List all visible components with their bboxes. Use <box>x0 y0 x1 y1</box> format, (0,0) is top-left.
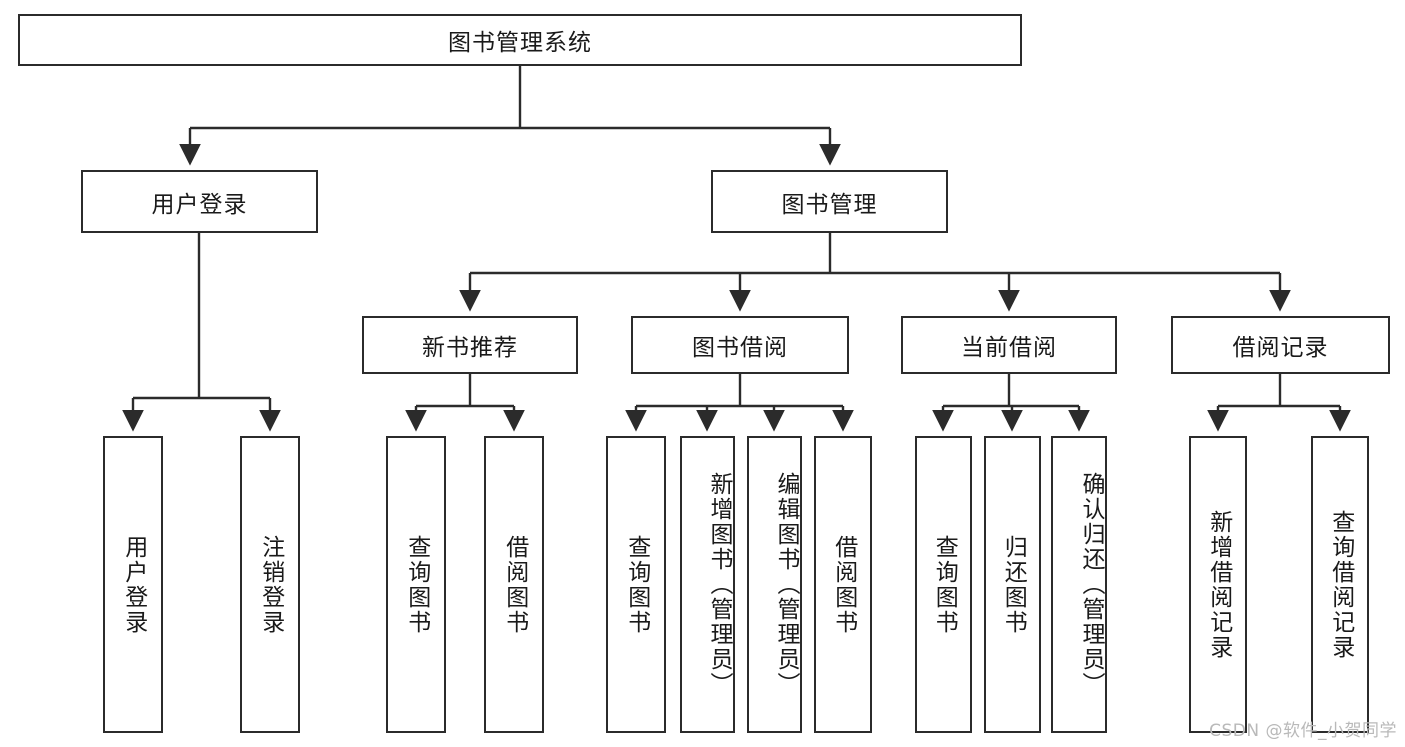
leaf-borrow-book-borrow-label: 借阅图书 <box>830 534 857 635</box>
node-borrow-record[interactable]: 借阅记录 <box>1171 316 1390 374</box>
node-book-borrow[interactable]: 图书借阅 <box>631 316 849 374</box>
node-user-login[interactable]: 用户登录 <box>81 170 318 233</box>
node-book-management[interactable]: 图书管理 <box>711 170 948 233</box>
leaf-query-book-borrow-label: 查询图书 <box>623 534 650 635</box>
node-new-book-recommend[interactable]: 新书推荐 <box>362 316 578 374</box>
leaf-query-book-current[interactable]: 查询图书 <box>915 436 972 733</box>
node-book-management-label: 图书管理 <box>781 191 878 218</box>
leaf-borrow-book-borrow[interactable]: 借阅图书 <box>814 436 872 733</box>
leaf-return-book-label: 归还图书 <box>1000 534 1027 635</box>
node-new-book-recommend-label: 新书推荐 <box>422 335 518 361</box>
node-borrow-record-label: 借阅记录 <box>1232 335 1329 361</box>
leaf-add-book-admin-label: 新增图书（管理员） <box>706 472 732 697</box>
leaf-confirm-return-admin[interactable]: 确认归还（管理员） <box>1051 436 1107 733</box>
leaf-query-book-newbook-label: 查询图书 <box>403 534 430 635</box>
node-root[interactable]: 图书管理系统 <box>18 14 1022 66</box>
leaf-logout-label: 注销登录 <box>257 534 284 635</box>
leaf-user-login[interactable]: 用户登录 <box>103 436 163 733</box>
leaf-add-borrow-record-label: 新增借阅记录 <box>1205 509 1232 660</box>
leaf-return-book[interactable]: 归还图书 <box>984 436 1041 733</box>
leaf-borrow-book-newbook-label: 借阅图书 <box>501 534 528 635</box>
node-book-borrow-label: 图书借阅 <box>692 335 788 361</box>
node-current-borrow-label: 当前借阅 <box>961 335 1057 361</box>
leaf-logout[interactable]: 注销登录 <box>240 436 300 733</box>
leaf-add-borrow-record[interactable]: 新增借阅记录 <box>1189 436 1247 733</box>
leaf-borrow-book-newbook[interactable]: 借阅图书 <box>484 436 544 733</box>
node-root-label: 图书管理系统 <box>448 30 592 56</box>
leaf-edit-book-admin-label: 编辑图书（管理员） <box>773 472 799 697</box>
watermark: CSDN @软件_小贺同学 <box>1209 721 1397 741</box>
leaf-query-borrow-record[interactable]: 查询借阅记录 <box>1311 436 1369 733</box>
leaf-user-login-label: 用户登录 <box>120 534 147 635</box>
node-current-borrow[interactable]: 当前借阅 <box>901 316 1117 374</box>
leaf-add-book-admin[interactable]: 新增图书（管理员） <box>680 436 735 733</box>
leaf-query-book-newbook[interactable]: 查询图书 <box>386 436 446 733</box>
leaf-query-book-current-label: 查询图书 <box>931 534 958 635</box>
leaf-confirm-return-admin-label: 确认归还（管理员） <box>1078 472 1104 697</box>
leaf-query-borrow-record-label: 查询借阅记录 <box>1327 509 1354 660</box>
leaf-query-book-borrow[interactable]: 查询图书 <box>606 436 666 733</box>
leaf-edit-book-admin[interactable]: 编辑图书（管理员） <box>747 436 802 733</box>
node-user-login-label: 用户登录 <box>151 191 248 218</box>
